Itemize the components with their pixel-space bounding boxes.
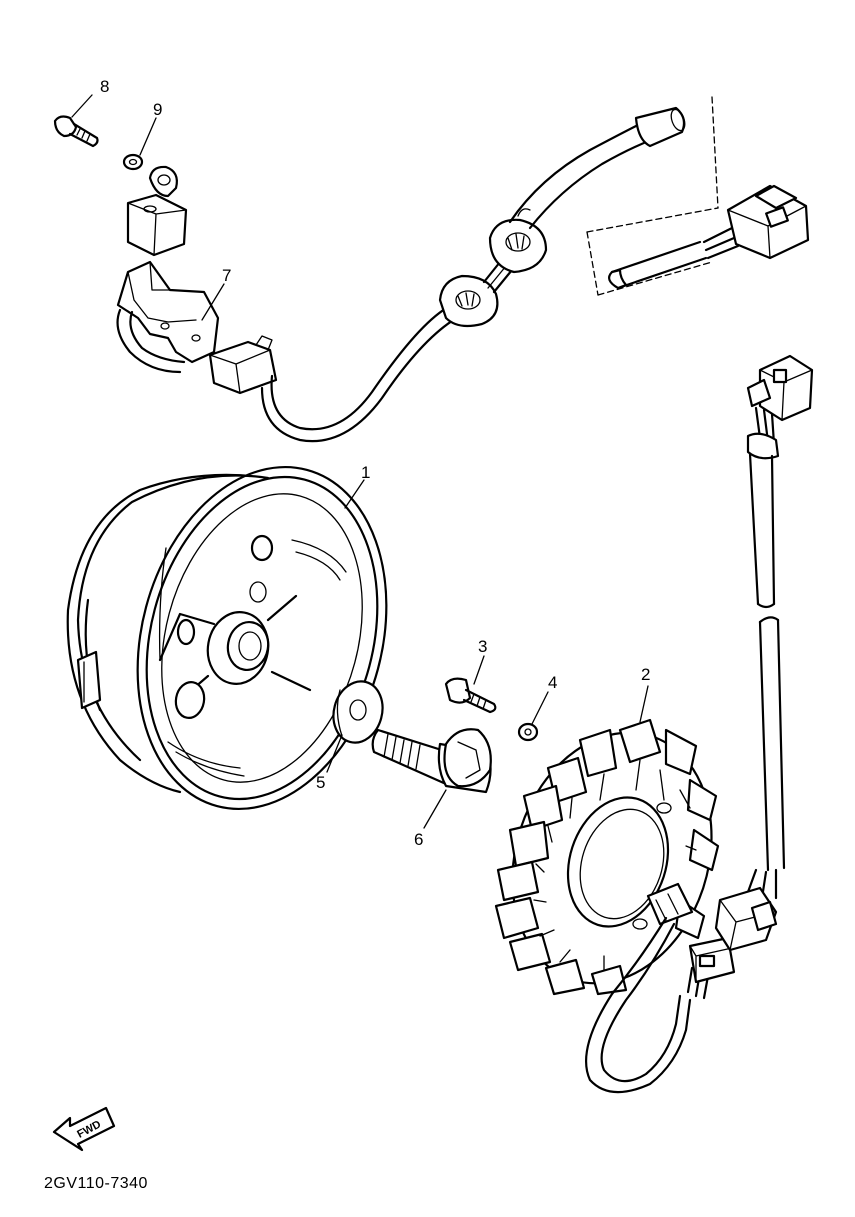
callout-4: 4 bbox=[531, 673, 557, 725]
callout-7-label: 7 bbox=[222, 266, 231, 285]
callout-9-label: 9 bbox=[153, 100, 162, 119]
callout-4-label: 4 bbox=[548, 673, 557, 692]
callout-6: 6 bbox=[414, 789, 447, 849]
part-7-connector bbox=[608, 184, 810, 290]
callout-6-label: 6 bbox=[414, 830, 423, 849]
part-3-screw bbox=[444, 677, 497, 714]
stator-poles bbox=[494, 718, 720, 996]
part-8-screw bbox=[53, 115, 99, 148]
part-6-bolt bbox=[371, 728, 492, 794]
callout-8: 8 bbox=[71, 77, 109, 118]
callout-9: 9 bbox=[139, 100, 162, 156]
callout-1-label: 1 bbox=[361, 463, 370, 482]
wire-break-indicator bbox=[586, 96, 719, 296]
callout-2: 2 bbox=[639, 665, 650, 723]
callout-5: 5 bbox=[316, 734, 343, 792]
fwd-arrow: FWD bbox=[52, 1106, 116, 1152]
part-5-washer bbox=[332, 680, 384, 744]
part-2-stator-lead bbox=[585, 916, 736, 1094]
callout-3-label: 3 bbox=[478, 637, 487, 656]
callout-8-label: 8 bbox=[100, 77, 109, 96]
part-4-washer bbox=[517, 722, 539, 742]
diagram-code: 2GV110-7340 bbox=[44, 1175, 148, 1192]
part-2-stator bbox=[494, 718, 720, 996]
callout-5-label: 5 bbox=[316, 773, 325, 792]
callout-3: 3 bbox=[473, 637, 487, 685]
part-1-flywheel-rotor bbox=[66, 465, 388, 811]
callout-7: 7 bbox=[201, 266, 231, 321]
callout-1: 1 bbox=[344, 463, 370, 509]
right-side-lead bbox=[714, 354, 814, 952]
callout-2-label: 2 bbox=[641, 665, 650, 684]
part-7-pickup-coil-lead bbox=[116, 106, 686, 443]
part-9-washer bbox=[122, 153, 144, 171]
